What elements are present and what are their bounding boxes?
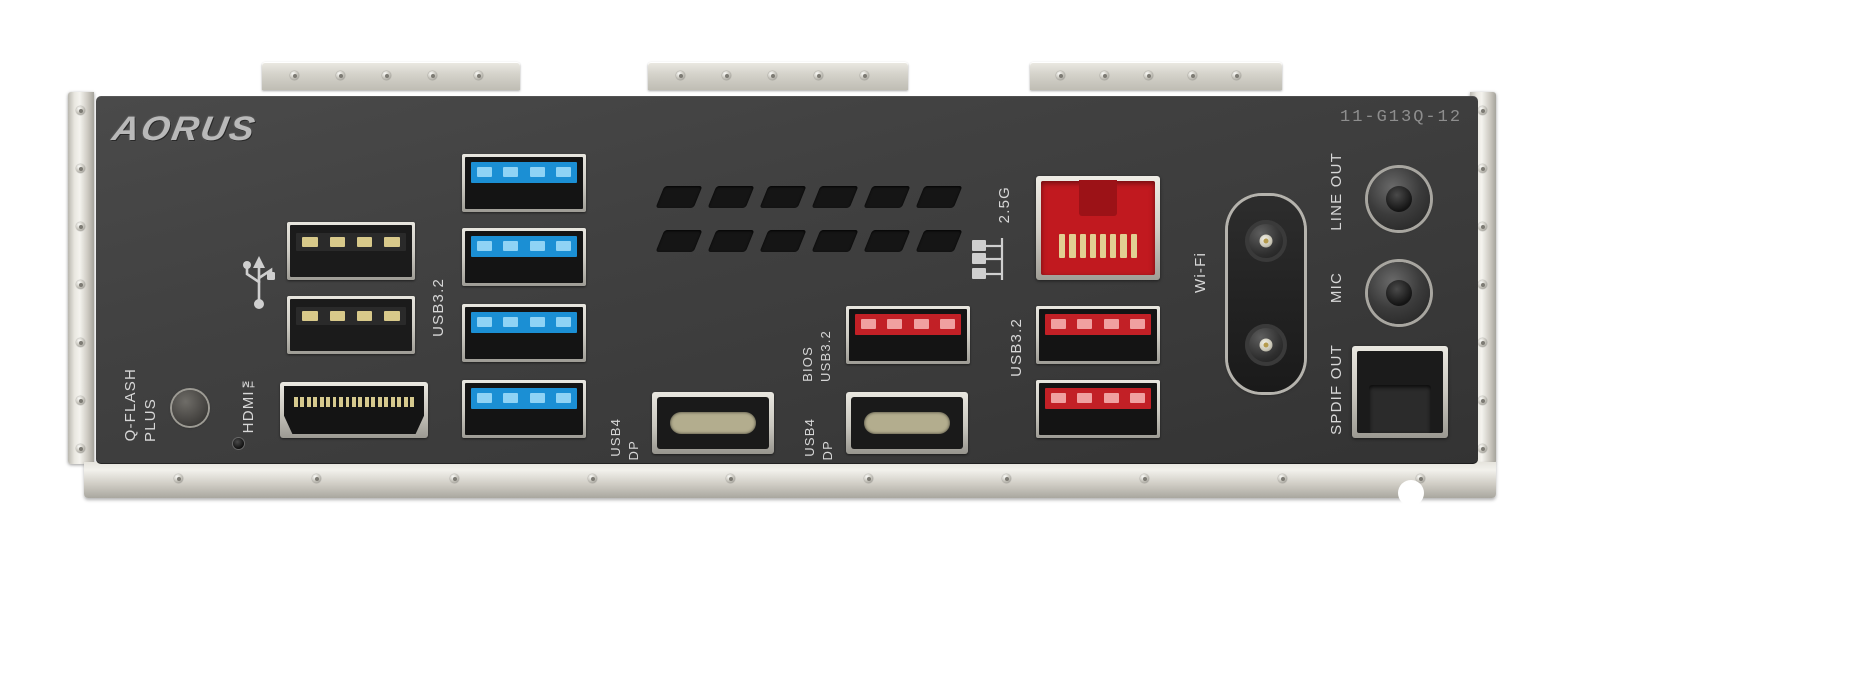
q-flash-plus-label: PLUS (142, 398, 159, 442)
usb4-typec-2[interactable] (846, 392, 968, 454)
mic-jack[interactable] (1368, 262, 1430, 324)
usb32-red-2[interactable] (1036, 380, 1160, 438)
rivet-row (262, 71, 520, 81)
rivet-row (648, 71, 908, 81)
q-flash-label: Q-FLASH (122, 368, 139, 442)
ventilation-holes (655, 186, 963, 256)
bracket-rail-bottom (84, 462, 1496, 498)
bracket-notch (1398, 480, 1424, 506)
line-out-jack[interactable] (1368, 168, 1430, 230)
usb32-left-label: USB3.2 (430, 278, 447, 337)
usb4-dp-label-2: USB4 (802, 418, 817, 457)
usb4-dp-label-1: USB4 (608, 418, 623, 457)
usb32-right-label: USB3.2 (1008, 318, 1025, 377)
rj45-lan-port[interactable] (1036, 176, 1160, 280)
dp-label-1: DP (626, 440, 641, 461)
lan-network-icon (968, 228, 1012, 290)
lan-speed-label: 2.5G (996, 186, 1013, 224)
bracket-rail-left (68, 92, 94, 464)
wifi-antenna-connector-bottom[interactable] (1245, 324, 1287, 366)
bios-usb32-label: USB3.2 (818, 330, 833, 383)
bios-label: BIOS (800, 346, 815, 382)
usb4-typec-1[interactable] (652, 392, 774, 454)
wifi-antenna-module (1228, 196, 1304, 392)
usb32-red-1[interactable] (1036, 306, 1160, 364)
usb32-blue-4[interactable] (462, 380, 586, 438)
bracket-tab-right (1030, 62, 1282, 90)
spdif-optical-port[interactable] (1352, 346, 1448, 438)
bracket-tab-left (262, 62, 520, 90)
bracket-tab-center (648, 62, 908, 90)
wifi-antenna-connector-top[interactable] (1245, 220, 1287, 262)
usb-trident-icon (238, 252, 280, 312)
usb32-blue-3[interactable] (462, 304, 586, 362)
spdif-out-label: SPDIF OUT (1328, 344, 1345, 435)
rivet-row (1030, 71, 1282, 81)
wifi-label: Wi-Fi (1192, 252, 1209, 293)
dp-label-2: DP (820, 440, 835, 461)
usb2-port-bottom[interactable] (287, 296, 415, 354)
usb32-red-bios[interactable] (846, 306, 970, 364)
usb32-blue-1[interactable] (462, 154, 586, 212)
q-flash-plus-button[interactable] (172, 390, 208, 426)
mic-label: MIC (1328, 272, 1345, 304)
hdmi-port[interactable] (280, 382, 428, 438)
usb2-port-top[interactable] (287, 222, 415, 280)
hdmi-label: HDMI™ (240, 372, 257, 434)
aorus-logo: AORUS (109, 110, 260, 148)
q-flash-led (233, 438, 244, 449)
line-out-label: LINE OUT (1328, 152, 1345, 231)
serial-label: 11-G13Q-12 (1340, 108, 1463, 127)
usb32-blue-2[interactable] (462, 228, 586, 286)
